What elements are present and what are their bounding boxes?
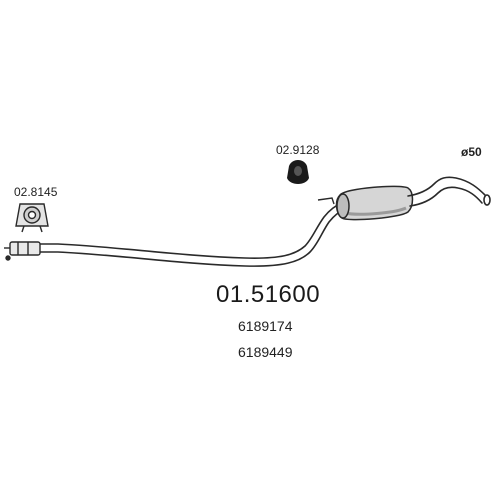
oem-number-2: 6189449 [238, 344, 293, 360]
clamp-component [15, 203, 49, 233]
rubber-mount-part-label: 02.9128 [276, 143, 320, 157]
rear-muffler [317, 185, 414, 221]
oem-number-1: 6189174 [238, 318, 293, 334]
rubber-mount-component [287, 160, 309, 184]
clamp-part-label: 02.8145 [14, 185, 58, 199]
tailpipe-diameter-label: ø50 [461, 145, 482, 159]
main-part-number: 01.51600 [216, 281, 321, 308]
front-pipe [39, 202, 345, 267]
tailpipe [407, 176, 491, 207]
front-pipe-flange [4, 241, 41, 261]
